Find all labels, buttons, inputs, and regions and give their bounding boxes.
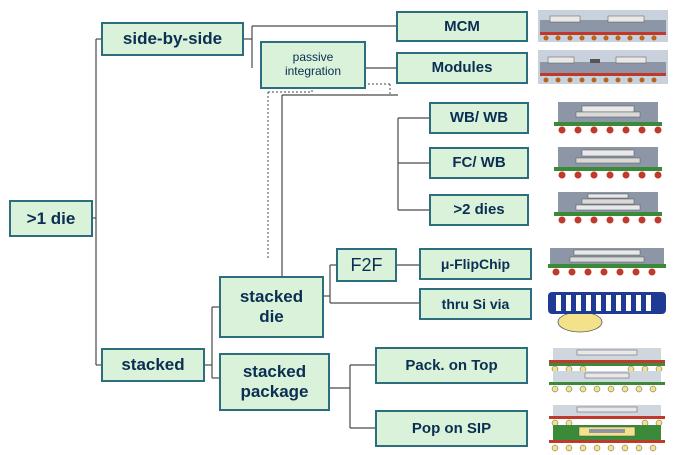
stacked-die-node: stacked die bbox=[219, 276, 324, 338]
micro-flipchip-node: μ-FlipChip bbox=[419, 248, 532, 280]
stacked-label: stacked bbox=[121, 355, 185, 375]
passive-integration-label: passive integration bbox=[284, 50, 342, 78]
stacked-package-label: stacked package bbox=[240, 362, 309, 401]
two-plus-dies-label: >2 dies bbox=[453, 201, 505, 219]
two-plus-dies-package-illustration bbox=[548, 188, 668, 230]
pop-on-sip-package-illustration bbox=[545, 402, 669, 454]
stacked-node: stacked bbox=[101, 348, 205, 382]
fc-wb-package-illustration bbox=[548, 141, 668, 185]
side-by-side-label: side-by-side bbox=[122, 29, 223, 49]
mcm-label: MCM bbox=[444, 17, 480, 35]
stacked-die-label: stacked die bbox=[239, 287, 304, 326]
root-node: >1 die bbox=[9, 200, 93, 237]
thru-si-via-node: thru Si via bbox=[419, 288, 532, 320]
micro-flipchip-label: μ-FlipChip bbox=[440, 255, 511, 272]
pop-on-sip-label: Pop on SIP bbox=[411, 419, 492, 437]
modules-label: Modules bbox=[431, 59, 493, 77]
pack-on-top-node: Pack. on Top bbox=[375, 347, 528, 384]
modules-package-illustration bbox=[538, 50, 668, 84]
micro-flipchip-package-illustration bbox=[546, 244, 668, 280]
root-label: >1 die bbox=[26, 208, 76, 228]
f2f-label: F2F bbox=[350, 254, 383, 275]
pop-on-sip-node: Pop on SIP bbox=[375, 410, 528, 447]
stacked-package-node: stacked package bbox=[219, 353, 330, 411]
wb-wb-label: WB/ WB bbox=[449, 109, 509, 127]
side-by-side-node: side-by-side bbox=[101, 22, 244, 56]
pack-on-top-package-illustration bbox=[545, 344, 669, 394]
passive-integration-node: passive integration bbox=[260, 41, 366, 89]
mcm-node: MCM bbox=[396, 11, 528, 42]
two-plus-dies-node: >2 dies bbox=[429, 194, 529, 226]
fc-wb-node: FC/ WB bbox=[429, 147, 529, 179]
wb-wb-node: WB/ WB bbox=[429, 102, 529, 134]
modules-node: Modules bbox=[396, 52, 528, 84]
pack-on-top-label: Pack. on Top bbox=[405, 356, 498, 374]
mcm-package-illustration bbox=[538, 10, 668, 42]
thru-si-via-package-illustration bbox=[546, 286, 668, 334]
fc-wb-label: FC/ WB bbox=[452, 154, 506, 172]
f2f-node: F2F bbox=[336, 248, 397, 282]
thru-si-via-label: thru Si via bbox=[441, 295, 510, 312]
wb-wb-package-illustration bbox=[548, 96, 668, 138]
